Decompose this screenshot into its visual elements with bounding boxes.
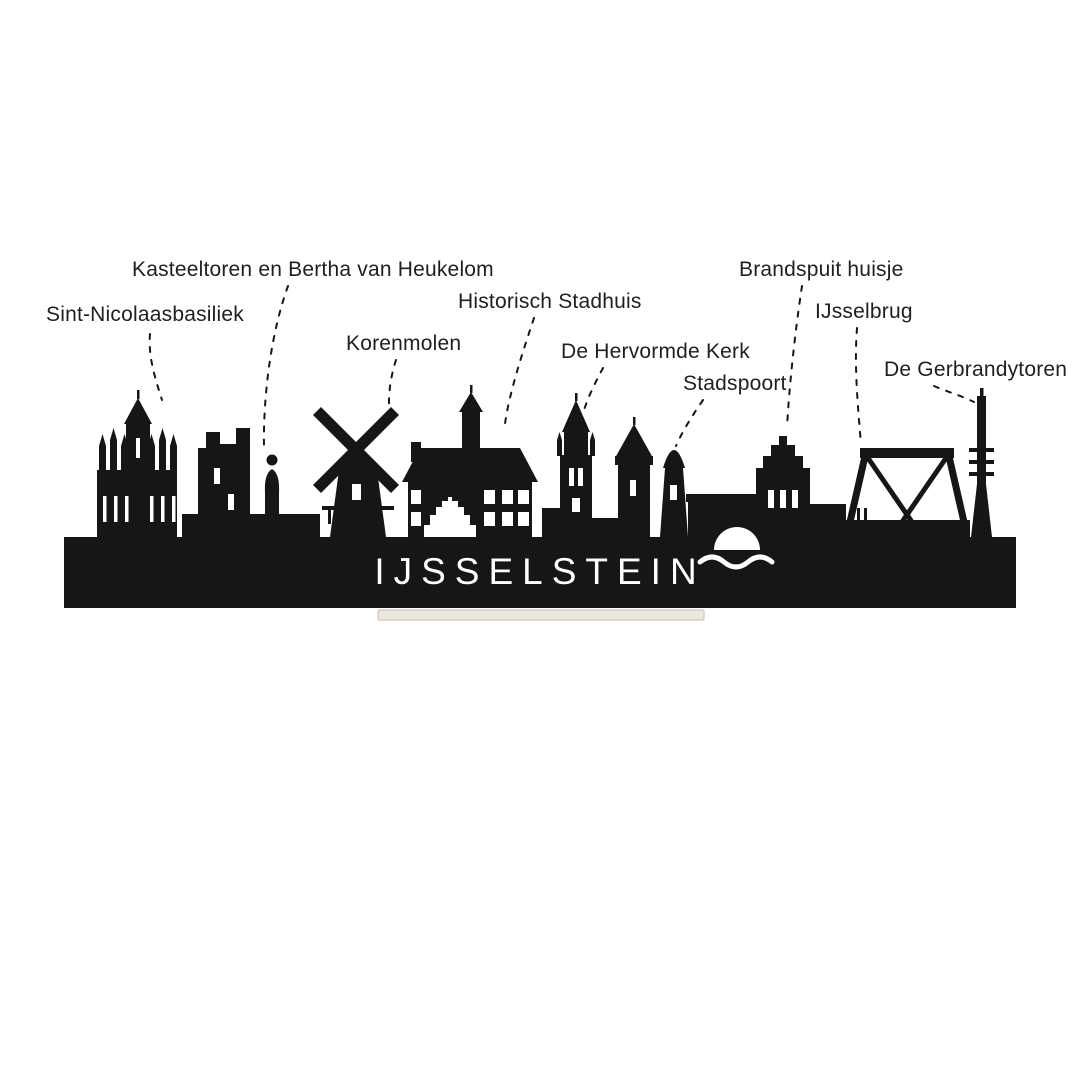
leader-kasteeltoren-bertha bbox=[262, 285, 289, 449]
leader-sint-nicolaasbasiliek bbox=[148, 333, 163, 401]
wall-arch-and-wave bbox=[697, 527, 775, 570]
label-sint-nicolaasbasiliek: Sint-Nicolaasbasiliek bbox=[46, 303, 244, 326]
label-de-hervormde-kerk: De Hervormde Kerk bbox=[561, 340, 750, 363]
label-stadspoort: Stadspoort bbox=[683, 372, 787, 395]
label-korenmolen: Korenmolen bbox=[346, 332, 462, 355]
label-historisch-stadhuis: Historisch Stadhuis bbox=[458, 290, 642, 313]
brandspuit-huisje-silhouette bbox=[756, 436, 846, 537]
ijsselbrug-silhouette bbox=[838, 448, 970, 540]
kasteeltoren-bertha-silhouette bbox=[182, 428, 320, 537]
bertha-figure bbox=[264, 469, 280, 515]
leader-ijsselbrug bbox=[854, 327, 862, 445]
korenmolen-silhouette bbox=[313, 407, 399, 537]
leader-de-hervormde-kerk bbox=[583, 367, 604, 411]
label-brandspuit-huisje: Brandspuit huisje bbox=[739, 258, 904, 281]
label-kasteeltoren-bertha: Kasteeltoren en Bertha van Heukelom bbox=[132, 258, 494, 281]
leader-historisch-stadhuis bbox=[504, 317, 535, 425]
leader-brandspuit-huisje bbox=[786, 285, 803, 429]
leader-lines bbox=[148, 285, 975, 449]
historisch-stadhuis-silhouette bbox=[402, 385, 538, 537]
de-hervormde-kerk-silhouette bbox=[542, 393, 618, 537]
skyline-base bbox=[64, 537, 1016, 608]
leader-de-gerbrandytoren bbox=[933, 385, 975, 403]
city-name-text: IJSSELSTEIN bbox=[374, 551, 705, 592]
display-stand bbox=[377, 609, 705, 621]
leader-stadspoort bbox=[675, 399, 704, 447]
de-gerbrandytoren-silhouette bbox=[969, 388, 994, 537]
label-ijsselbrug: IJsselbrug bbox=[815, 300, 913, 323]
sint-nicolaasbasiliek-silhouette bbox=[97, 390, 177, 537]
label-de-gerbrandytoren: De Gerbrandytoren bbox=[884, 358, 1068, 381]
stadspoort-silhouette bbox=[615, 417, 760, 537]
